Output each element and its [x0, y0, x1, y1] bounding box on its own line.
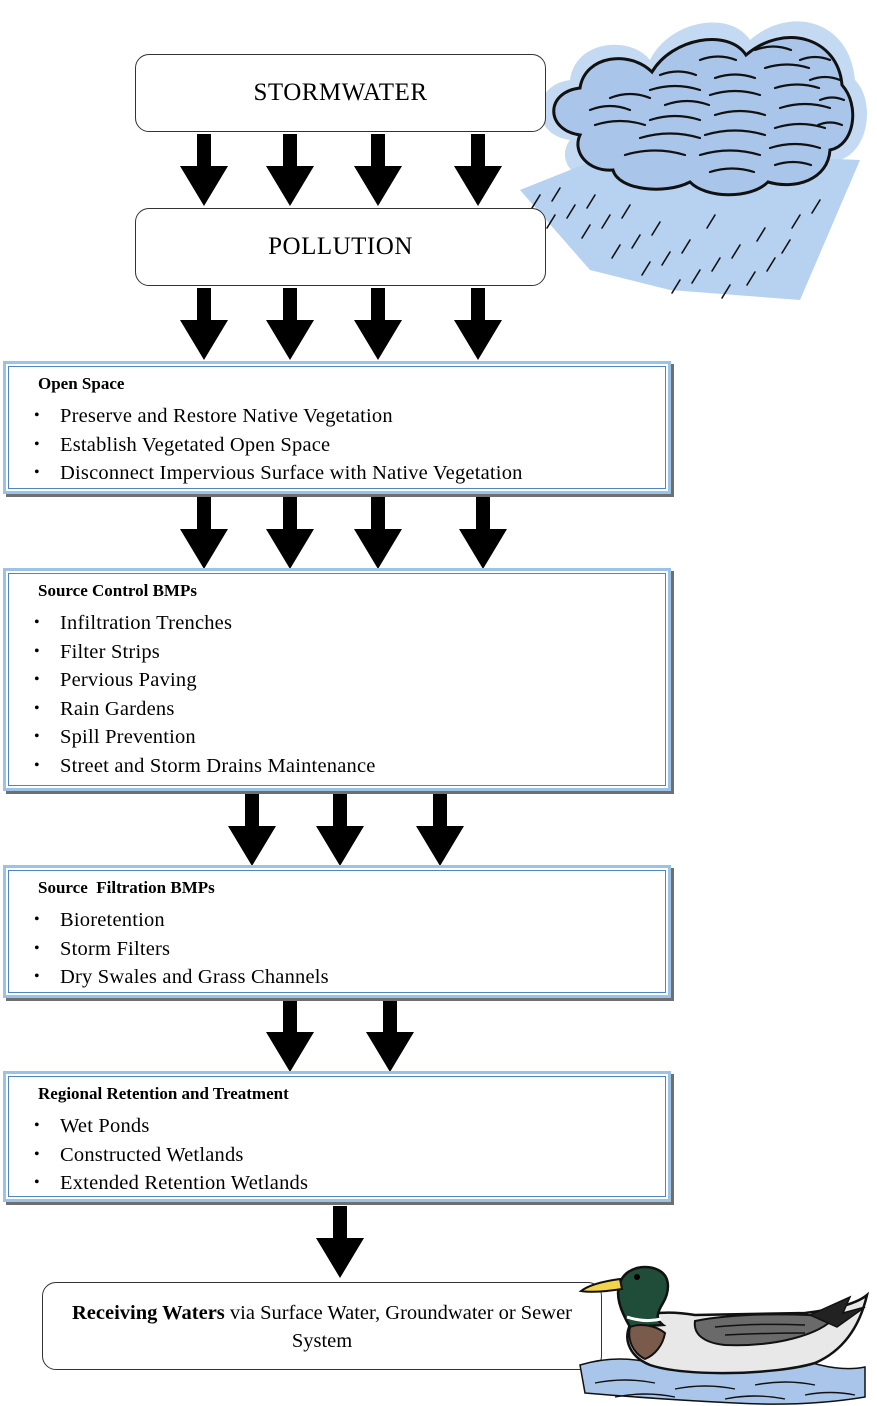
list-item: Rain Gardens [34, 695, 654, 724]
bullet-list: Preserve and Restore Native Vegetation E… [34, 402, 654, 488]
rain-cloud-icon [520, 21, 867, 300]
bullet-list: Wet Ponds Constructed Wetlands Extended … [34, 1112, 654, 1198]
list-item: Constructed Wetlands [34, 1141, 654, 1170]
open-space-box: Open Space Preserve and Restore Native V… [3, 361, 671, 494]
list-item: Street and Storm Drains Maintenance [34, 752, 654, 781]
down-arrow-icon [180, 288, 228, 360]
arrow-row-5 [266, 1000, 414, 1072]
list-item: Establish Vegetated Open Space [34, 431, 654, 460]
down-arrow-icon [316, 794, 364, 866]
down-arrow-icon [266, 288, 314, 360]
source-control-box: Source Control BMPs Infiltration Trenche… [3, 568, 671, 791]
section-heading: Source Control BMPs [38, 581, 197, 600]
down-arrow-icon [454, 288, 502, 360]
list-item: Storm Filters [34, 935, 654, 964]
list-item: Preserve and Restore Native Vegetation [34, 402, 654, 431]
arrow-row-1 [180, 134, 502, 206]
down-arrow-icon [266, 134, 314, 206]
down-arrow-icon [266, 497, 314, 569]
down-arrow-icon [228, 794, 276, 866]
source-filtration-box: Source Filtration BMPs Bioretention Stor… [3, 865, 671, 998]
list-item: Infiltration Trenches [34, 609, 654, 638]
section-heading: Open Space [38, 374, 125, 393]
duck-icon [578, 1265, 870, 1405]
down-arrow-icon [354, 134, 402, 206]
stormwater-label: STORMWATER [253, 79, 428, 106]
stormwater-box: STORMWATER [135, 54, 546, 132]
arrow-row-6 [316, 1206, 364, 1278]
down-arrow-icon [316, 1206, 364, 1278]
pollution-label: POLLUTION [268, 233, 413, 260]
list-item: Extended Retention Wetlands [34, 1169, 654, 1198]
list-item: Dry Swales and Grass Channels [34, 963, 654, 992]
list-item: Filter Strips [34, 638, 654, 667]
receiving-waters-title: Receiving Waters [72, 1302, 225, 1324]
arrow-row-4 [228, 794, 464, 866]
arrow-row-2 [180, 288, 502, 360]
regional-retention-box: Regional Retention and Treatment Wet Pon… [3, 1071, 671, 1202]
down-arrow-icon [180, 134, 228, 206]
receiving-waters-text: via Surface Water, Groundwater or Sewer … [224, 1302, 572, 1352]
down-arrow-icon [416, 794, 464, 866]
down-arrow-icon [454, 134, 502, 206]
down-arrow-icon [180, 497, 228, 569]
down-arrow-icon [354, 497, 402, 569]
down-arrow-icon [459, 497, 507, 569]
bullet-list: Bioretention Storm Filters Dry Swales an… [34, 906, 654, 992]
down-arrow-icon [354, 288, 402, 360]
down-arrow-icon [366, 1000, 414, 1072]
down-arrow-icon [266, 1000, 314, 1072]
receiving-waters-box: Receiving Waters via Surface Water, Grou… [42, 1282, 602, 1370]
pollution-box: POLLUTION [135, 208, 546, 286]
bullet-list: Infiltration Trenches Filter Strips Perv… [34, 609, 654, 780]
arrow-row-3 [180, 497, 507, 569]
section-heading: Regional Retention and Treatment [38, 1084, 289, 1103]
list-item: Bioretention [34, 906, 654, 935]
section-heading: Source Filtration BMPs [38, 878, 215, 897]
list-item: Pervious Paving [34, 666, 654, 695]
list-item: Wet Ponds [34, 1112, 654, 1141]
list-item: Spill Prevention [34, 723, 654, 752]
list-item: Disconnect Impervious Surface with Nativ… [34, 459, 654, 488]
